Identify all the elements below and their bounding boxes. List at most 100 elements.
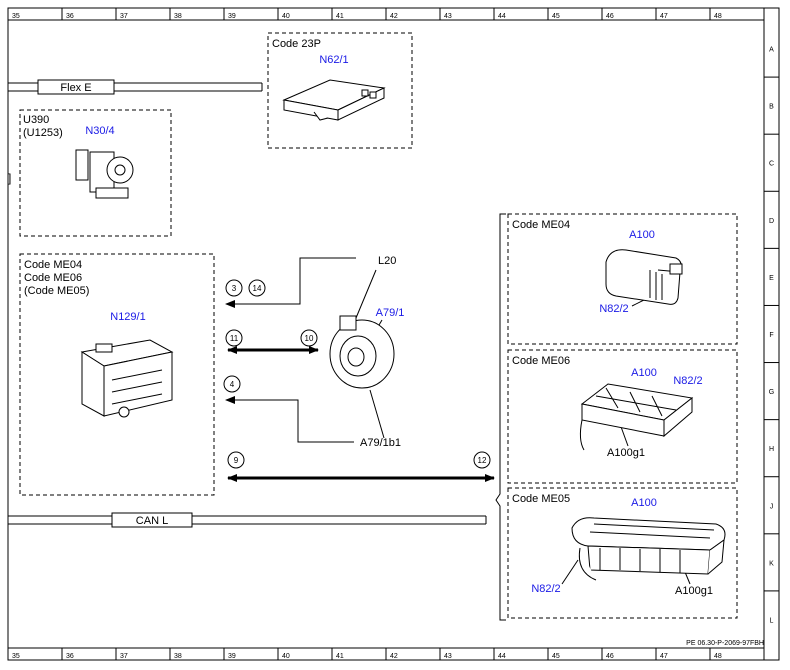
n129-code-me04: Code ME04 — [24, 259, 82, 271]
column-number: 48 — [714, 13, 722, 20]
connection-circle: 10 — [300, 329, 318, 347]
can-l-bus: CAN L — [8, 512, 487, 528]
column-ruler-top: 35 36 37 38 39 40 41 42 43 44 45 46 47 48 — [12, 8, 722, 20]
connection-circle: 11 — [225, 329, 243, 347]
column-number: 35 — [12, 13, 20, 20]
me04-a100-battery-icon — [605, 249, 683, 305]
column-number: 44 — [498, 653, 506, 660]
n30-4-label: N30/4 — [85, 125, 114, 137]
column-number: 47 — [660, 13, 668, 20]
column-number: 39 — [228, 13, 236, 20]
a79-1-label: A79/1 — [376, 307, 405, 319]
column-number: 37 — [120, 653, 128, 660]
connection-number: 3 — [232, 284, 237, 293]
row-letter: K — [769, 560, 774, 567]
group-me04: Code ME04 A100 N82/2 — [507, 213, 738, 345]
column-number: 37 — [120, 13, 128, 20]
signal-lines — [225, 257, 495, 482]
connection-circle: 3 — [225, 279, 243, 297]
group-me06: Code ME06 A100 N82/2 A100g1 — [507, 349, 738, 484]
group-code-23p: Code 23P N62/1 — [267, 32, 413, 149]
me06-n82-2-label: N82/2 — [673, 375, 702, 387]
footer-reference: PE 06.30-P-2069-97FBH — [686, 640, 764, 647]
group-me05: Code ME05 A100 N82/2 A100g1 — [507, 487, 738, 619]
column-number: 36 — [66, 653, 74, 660]
group-u390: U390 (U1253) N30/4 — [19, 109, 172, 237]
row-letter: B — [769, 104, 774, 111]
column-number: 40 — [282, 653, 290, 660]
column-number: 41 — [336, 653, 344, 660]
me05-a100-battery-icon — [571, 517, 726, 581]
flex-e-label: Flex E — [60, 82, 91, 94]
u390-label: U390 — [23, 114, 49, 126]
me05-code-label: Code ME05 — [512, 493, 570, 505]
group-n129-1: Code ME04 Code ME06 (Code ME05) N129/1 — [19, 253, 215, 496]
row-letter: G — [769, 389, 774, 396]
row-letter: A — [769, 47, 774, 54]
n62-1-module-icon — [282, 79, 386, 121]
column-number: 41 — [336, 13, 344, 20]
n129-1-module-icon — [80, 339, 174, 418]
a79-1-sensor-icon — [329, 315, 395, 389]
column-number: 39 — [228, 653, 236, 660]
n129-code-me05: (Code ME05) — [24, 285, 89, 297]
u1253-label: (U1253) — [23, 127, 63, 139]
n129-1-label: N129/1 — [110, 311, 145, 323]
sensor-a79-1: L20 A79/1 A79/1b1 — [329, 255, 405, 449]
connection-circles: 3 14 11 10 4 9 12 — [223, 279, 491, 469]
column-number: 45 — [552, 653, 560, 660]
connection-circle: 9 — [227, 451, 245, 469]
can-l-label: CAN L — [136, 515, 168, 527]
me05-a100g1-label: A100g1 — [675, 585, 713, 597]
me04-n82-2-label: N82/2 — [599, 303, 628, 315]
row-letter: C — [769, 161, 774, 168]
column-number: 46 — [606, 653, 614, 660]
n30-4-sensor-icon — [75, 149, 134, 199]
me06-a100g1-label: A100g1 — [607, 447, 645, 459]
row-ruler: A B C D E F G H J K L — [764, 47, 779, 624]
a79-1b1-label: A79/1b1 — [360, 437, 401, 449]
row-letter: L — [770, 617, 774, 624]
row-letter: D — [769, 218, 774, 225]
column-number: 42 — [390, 653, 398, 660]
column-number: 40 — [282, 13, 290, 20]
connection-number: 4 — [230, 380, 235, 389]
me04-code-label: Code ME04 — [512, 219, 570, 231]
column-number: 35 — [12, 653, 20, 660]
column-number: 47 — [660, 653, 668, 660]
me04-a100-label: A100 — [629, 229, 655, 241]
column-number: 48 — [714, 653, 722, 660]
l20-label: L20 — [378, 255, 396, 267]
row-letter: H — [769, 446, 774, 453]
me06-a100-battery-icon — [579, 383, 694, 451]
code-23p-label: Code 23P — [272, 38, 321, 50]
column-number: 46 — [606, 13, 614, 20]
row-letter: E — [769, 275, 774, 282]
connection-number: 9 — [234, 456, 239, 465]
column-number: 43 — [444, 13, 452, 20]
me06-code-label: Code ME06 — [512, 355, 570, 367]
column-number: 43 — [444, 653, 452, 660]
column-number: 45 — [552, 13, 560, 20]
flex-e-bus: Flex E — [8, 79, 263, 95]
connection-number: 11 — [230, 334, 239, 343]
column-number: 44 — [498, 13, 506, 20]
me05-n82-2-label: N82/2 — [531, 583, 560, 595]
row-letter: J — [770, 503, 774, 510]
connection-circle: 14 — [248, 279, 266, 297]
edge-bracket: ] — [8, 171, 11, 185]
column-number: 36 — [66, 13, 74, 20]
me05-a100-label: A100 — [631, 497, 657, 509]
connection-circle: 12 — [473, 451, 491, 469]
row-letter: F — [769, 332, 773, 339]
column-number: 38 — [174, 13, 182, 20]
column-number: 42 — [390, 13, 398, 20]
connection-number: 12 — [478, 456, 487, 465]
n62-1-label: N62/1 — [319, 54, 348, 66]
me06-a100-label: A100 — [631, 367, 657, 379]
connection-circle: 4 — [223, 375, 241, 393]
n129-code-me06: Code ME06 — [24, 272, 82, 284]
group-brace — [495, 213, 506, 621]
